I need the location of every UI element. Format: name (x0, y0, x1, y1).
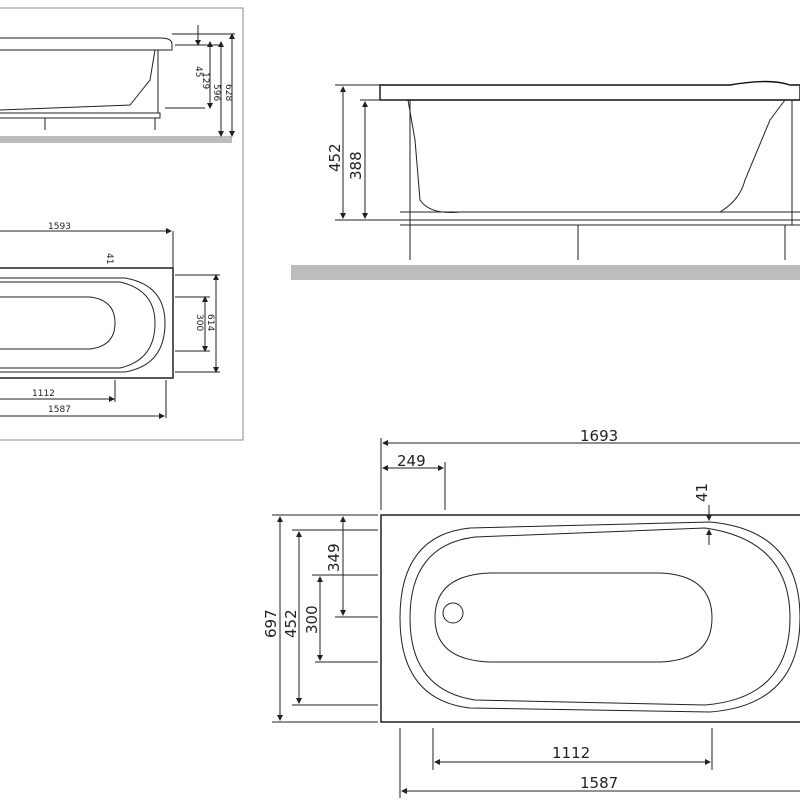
thumbnail-top-view: 1593 41 300 614 1112 1587 (0, 222, 220, 419)
dim-349: 349 (325, 543, 343, 572)
dim-452: 452 (326, 143, 344, 172)
dim-300: 300 (303, 605, 321, 634)
dim-41: 41 (104, 253, 114, 264)
main-side-view: 452 388 (291, 80, 800, 280)
dim-596: 596 (211, 84, 221, 101)
dim-1693: 1693 (580, 427, 618, 445)
dim-1587: 1587 (580, 774, 618, 792)
dim-45: 45 (193, 66, 203, 77)
drain-icon (442, 602, 464, 624)
thumbnail-panel: 45 129 596 628 1593 41 300 614 1112 1587 (0, 7, 244, 441)
dim-1593: 1593 (48, 222, 71, 232)
dim-1112: 1112 (552, 744, 590, 762)
dim-300: 300 (194, 314, 204, 331)
floor (291, 265, 800, 280)
thumbnail-side-view: 45 129 596 628 (0, 25, 235, 143)
dim-697: 697 (262, 609, 280, 638)
dim-1112: 1112 (32, 389, 55, 399)
main-top-view: 1693 249 41 697 452 300 349 1112 1587 (262, 427, 800, 798)
dim-452: 452 (282, 609, 300, 638)
dim-614: 614 (205, 314, 215, 331)
dim-41: 41 (693, 483, 711, 502)
dim-388: 388 (347, 151, 365, 180)
dim-628: 628 (223, 84, 233, 101)
dim-129: 129 (200, 72, 210, 89)
floor (0, 136, 232, 143)
dim-1587: 1587 (48, 405, 71, 415)
dim-249: 249 (397, 452, 426, 470)
